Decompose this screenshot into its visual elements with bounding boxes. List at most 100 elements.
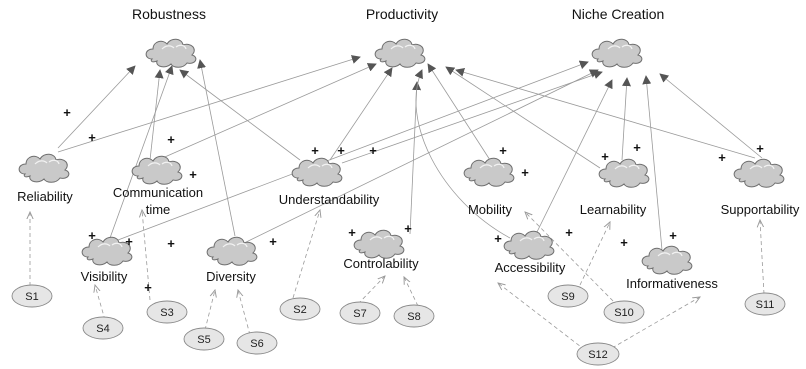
link-s12-informativeness bbox=[611, 297, 700, 349]
plus-sign: + bbox=[718, 150, 726, 165]
link-s6 bbox=[238, 290, 251, 336]
informativeness-cloud-icon bbox=[641, 245, 693, 275]
satellite-s3: S3 bbox=[146, 300, 188, 324]
edge-learnability-niche bbox=[621, 77, 631, 161]
controlability-label: Controlability bbox=[343, 256, 419, 271]
understandability-cloud-icon bbox=[291, 157, 343, 187]
plus-sign: + bbox=[311, 143, 319, 158]
niche-creation-title: Niche Creation bbox=[572, 6, 665, 22]
edge-accessibility-niche bbox=[534, 79, 613, 237]
plus-sign: + bbox=[144, 280, 152, 295]
edge-diversity-niche bbox=[237, 69, 599, 247]
plus-sign: + bbox=[167, 132, 175, 147]
edge-supportability-productivity bbox=[455, 67, 756, 159]
robustness-title: Robustness bbox=[132, 6, 206, 22]
plus-sign: + bbox=[633, 140, 641, 155]
edge-visibility-robustness bbox=[109, 65, 174, 239]
contribution-plus-signs: + + + + + + + + + + + + + + + + + + + + … bbox=[63, 105, 764, 295]
satellite-s5: S5 bbox=[183, 327, 225, 351]
edge-reliability-robustness bbox=[57, 65, 136, 149]
edge-understandability-productivity bbox=[329, 67, 393, 161]
edge-learnability-productivity bbox=[445, 66, 601, 169]
edge-understandability-niche bbox=[341, 70, 603, 164]
edge-understandability-robustness bbox=[179, 69, 301, 161]
edge-supportability-niche bbox=[659, 73, 763, 159]
plus-sign: + bbox=[337, 143, 345, 158]
satellite-s10: S10 bbox=[603, 300, 645, 324]
link-s11 bbox=[760, 220, 765, 295]
satellite-s4-label: S4 bbox=[96, 323, 109, 335]
reliability-label: Reliability bbox=[17, 189, 73, 204]
plus-sign: + bbox=[88, 130, 96, 145]
communication-label: Communication bbox=[113, 185, 203, 200]
contribution-edges bbox=[57, 55, 763, 251]
productivity-title: Productivity bbox=[366, 6, 438, 22]
plus-sign: + bbox=[565, 225, 573, 240]
satellite-s1: S1 bbox=[11, 284, 53, 308]
plus-sign: + bbox=[756, 141, 764, 156]
satellite-s6: S6 bbox=[236, 331, 278, 355]
robustness-cloud-icon bbox=[145, 38, 197, 68]
reliability-cloud-icon bbox=[18, 153, 70, 183]
satellite-nodes: S1 S2 S3 S4 S5 S6 S7 S8 bbox=[11, 284, 786, 366]
communication-time-label: time bbox=[146, 202, 171, 217]
plus-sign: + bbox=[348, 225, 356, 240]
plus-sign: + bbox=[167, 236, 175, 251]
edge-diversity-robustness bbox=[197, 59, 236, 237]
link-s7 bbox=[357, 276, 385, 305]
satellite-s9: S9 bbox=[547, 284, 589, 308]
satellite-s5-label: S5 bbox=[197, 334, 210, 346]
satellite-s8: S8 bbox=[393, 304, 435, 328]
link-s12-accessibility bbox=[498, 283, 586, 351]
satellite-links bbox=[30, 210, 765, 351]
plus-sign: + bbox=[620, 235, 628, 250]
diversity-label: Diversity bbox=[206, 269, 256, 284]
supportability-cloud-icon bbox=[733, 158, 785, 188]
satellite-s12-label: S12 bbox=[588, 349, 608, 361]
understandability-label: Understandability bbox=[279, 192, 380, 207]
accessibility-cloud-icon bbox=[503, 230, 555, 260]
controlability-cloud-icon bbox=[353, 229, 405, 259]
supportability-label: Supportability bbox=[721, 202, 800, 217]
edge-mobility-productivity bbox=[427, 63, 491, 161]
satellite-s7: S7 bbox=[339, 301, 381, 325]
plus-sign: + bbox=[669, 228, 677, 243]
productivity-cloud-icon bbox=[374, 38, 426, 68]
plus-sign: + bbox=[88, 228, 96, 243]
plus-sign: + bbox=[499, 143, 507, 158]
edge-informativeness-niche bbox=[642, 75, 663, 251]
plus-sign: + bbox=[404, 221, 412, 236]
satellite-s12: S12 bbox=[576, 342, 620, 366]
satellite-s6-label: S6 bbox=[250, 338, 263, 350]
satellite-s4: S4 bbox=[82, 316, 124, 340]
plus-sign: + bbox=[269, 234, 277, 249]
plus-sign: + bbox=[521, 165, 529, 180]
satellite-s3-label: S3 bbox=[160, 307, 173, 319]
edge-accessibility-productivity bbox=[414, 69, 511, 239]
satellite-s10-label: S10 bbox=[614, 307, 634, 319]
informativeness-label: Informativeness bbox=[626, 276, 718, 291]
satellite-s11-label: S11 bbox=[756, 299, 775, 311]
niche-creation-cloud-icon bbox=[591, 38, 643, 68]
visibility-label: Visibility bbox=[81, 269, 128, 284]
plus-sign: + bbox=[125, 234, 133, 249]
link-s8 bbox=[404, 277, 419, 307]
link-s4 bbox=[95, 285, 106, 321]
link-s5 bbox=[204, 290, 215, 331]
link-s9 bbox=[579, 222, 610, 286]
plus-sign: + bbox=[189, 167, 197, 182]
link-s3 bbox=[142, 210, 151, 301]
edge-visibility-niche bbox=[117, 60, 589, 241]
link-s2 bbox=[292, 210, 320, 299]
satellite-s1-label: S1 bbox=[25, 291, 38, 303]
mobility-label: Mobility bbox=[468, 202, 513, 217]
plus-sign: + bbox=[63, 105, 71, 120]
plus-sign: + bbox=[369, 143, 377, 158]
satellite-s2: S2 bbox=[279, 297, 321, 321]
satellite-s7-label: S7 bbox=[353, 308, 366, 320]
satellite-s2-label: S2 bbox=[293, 304, 306, 316]
satellite-s11: S11 bbox=[744, 292, 786, 316]
learnability-label: Learnability bbox=[580, 202, 647, 217]
plus-sign: + bbox=[494, 231, 502, 246]
